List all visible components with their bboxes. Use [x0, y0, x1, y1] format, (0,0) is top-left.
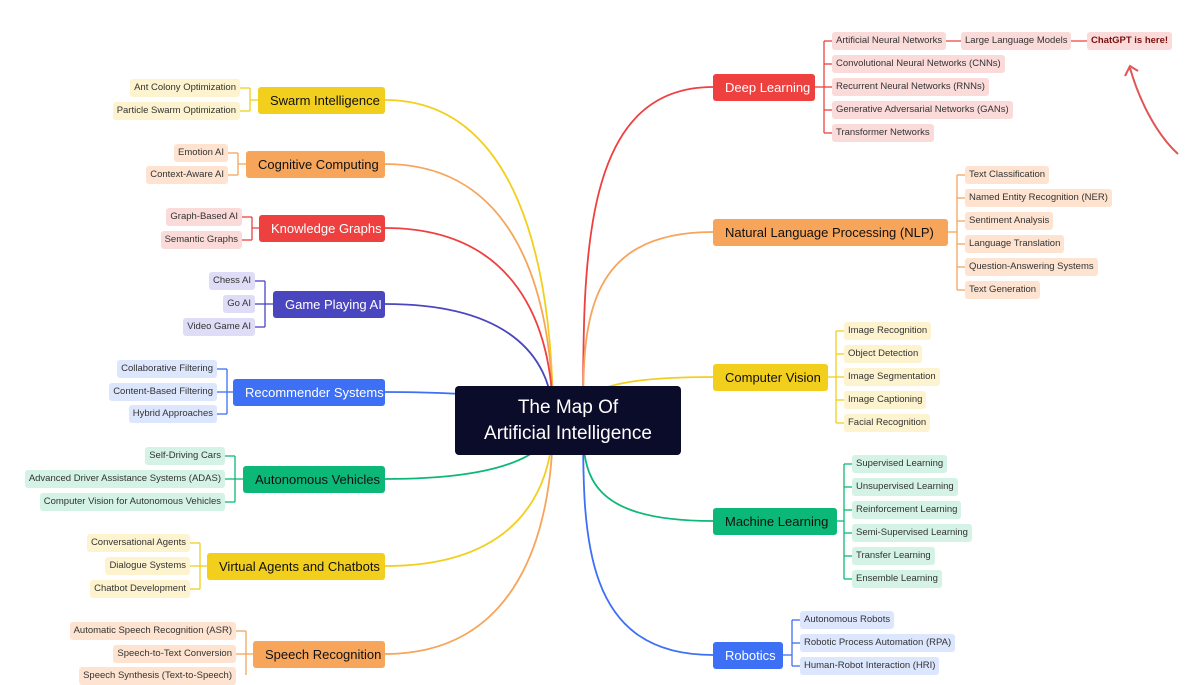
branch-swarm-intelligence[interactable]: Swarm Intelligence [258, 87, 385, 114]
leaf-machine-learning-1[interactable]: Unsupervised Learning [852, 478, 958, 496]
leaf-speech-recognition-0[interactable]: Automatic Speech Recognition (ASR) [69, 622, 236, 640]
leaf-recommender-systems-1[interactable]: Content-Based Filtering [109, 383, 217, 401]
branch-virtual-agents-and-chatbots[interactable]: Virtual Agents and Chatbots [207, 553, 385, 580]
leaf-large-language-models[interactable]: Large Language Models [961, 32, 1072, 50]
leaf-recommender-systems-2[interactable]: Hybrid Approaches [128, 405, 217, 423]
central-topic-line-2: Artificial Intelligence [484, 422, 652, 444]
leaf-cognitive-computing-0[interactable]: Emotion AI [174, 144, 228, 162]
branch-machine-learning[interactable]: Machine Learning [713, 508, 837, 535]
leaf-autonomous-vehicles-0[interactable]: Self-Driving Cars [145, 447, 225, 465]
leaf-virtual-agents-and-chatbots-2[interactable]: Chatbot Development [90, 580, 190, 598]
leaf-deep-learning-2[interactable]: Recurrent Neural Networks (RNNs) [832, 78, 989, 96]
leaf-virtual-agents-and-chatbots-1[interactable]: Dialogue Systems [105, 557, 190, 575]
leaf-natural-language-processing-nlp-0[interactable]: Text Classification [965, 166, 1050, 184]
leaf-autonomous-vehicles-2[interactable]: Computer Vision for Autonomous Vehicles [39, 493, 225, 511]
leaf-robotics-1[interactable]: Robotic Process Automation (RPA) [800, 634, 956, 652]
branch-computer-vision[interactable]: Computer Vision [713, 364, 828, 391]
edge-speech-recognition [384, 419, 554, 655]
branch-cognitive-computing[interactable]: Cognitive Computing [246, 151, 385, 178]
edge-deep-learning [582, 86, 714, 421]
leaf-natural-language-processing-nlp-5[interactable]: Text Generation [965, 281, 1041, 299]
leaf-chatgpt-callout[interactable]: ChatGPT is here! [1087, 32, 1173, 50]
leaf-machine-learning-0[interactable]: Supervised Learning [852, 455, 948, 473]
branch-autonomous-vehicles[interactable]: Autonomous Vehicles [243, 466, 385, 493]
leaf-speech-recognition-1[interactable]: Speech-to-Text Conversion [113, 645, 236, 663]
leaf-computer-vision-1[interactable]: Object Detection [844, 345, 923, 363]
leaf-game-playing-ai-0[interactable]: Chess AI [208, 272, 255, 290]
branch-deep-learning[interactable]: Deep Learning [713, 74, 815, 101]
leaf-computer-vision-0[interactable]: Image Recognition [844, 322, 932, 340]
leaf-computer-vision-4[interactable]: Facial Recognition [844, 414, 931, 432]
leaf-machine-learning-4[interactable]: Transfer Learning [852, 547, 935, 565]
branch-knowledge-graphs[interactable]: Knowledge Graphs [259, 215, 385, 242]
central-topic-line-1: The Map Of [517, 396, 619, 418]
leaf-computer-vision-3[interactable]: Image Captioning [844, 391, 927, 409]
leaf-machine-learning-3[interactable]: Semi-Supervised Learning [852, 524, 972, 542]
leaf-natural-language-processing-nlp-2[interactable]: Sentiment Analysis [965, 212, 1054, 230]
leaf-machine-learning-2[interactable]: Reinforcement Learning [852, 501, 962, 519]
leaf-natural-language-processing-nlp-1[interactable]: Named Entity Recognition (NER) [965, 189, 1112, 207]
central-topic[interactable]: The Map Of Artificial Intelligence [455, 386, 681, 455]
leaf-robotics-0[interactable]: Autonomous Robots [800, 611, 895, 629]
leaf-deep-learning-3[interactable]: Generative Adversarial Networks (GANs) [832, 101, 1013, 119]
leaf-natural-language-processing-nlp-4[interactable]: Question-Answering Systems [965, 258, 1098, 276]
leaf-deep-learning-0[interactable]: Artificial Neural Networks [832, 32, 947, 50]
leaf-knowledge-graphs-1[interactable]: Semantic Graphs [160, 231, 242, 249]
leaf-autonomous-vehicles-1[interactable]: Advanced Driver Assistance Systems (ADAS… [24, 470, 225, 488]
leaf-game-playing-ai-2[interactable]: Video Game AI [183, 318, 255, 336]
leaf-knowledge-graphs-0[interactable]: Graph-Based AI [166, 208, 242, 226]
edge-natural-language-processing-nlp [582, 231, 714, 421]
pointer-arrow-icon [1124, 64, 1179, 155]
leaf-robotics-2[interactable]: Human-Robot Interaction (HRI) [800, 657, 940, 675]
leaf-natural-language-processing-nlp-3[interactable]: Language Translation [965, 235, 1065, 253]
leaf-swarm-intelligence-0[interactable]: Ant Colony Optimization [130, 79, 240, 97]
branch-robotics[interactable]: Robotics [713, 642, 783, 669]
branch-recommender-systems[interactable]: Recommender Systems [233, 379, 385, 406]
branch-speech-recognition[interactable]: Speech Recognition [253, 641, 385, 668]
leaf-deep-learning-1[interactable]: Convolutional Neural Networks (CNNs) [832, 55, 1005, 73]
leaf-computer-vision-2[interactable]: Image Segmentation [844, 368, 940, 386]
leaf-game-playing-ai-1[interactable]: Go AI [223, 295, 255, 313]
leaf-virtual-agents-and-chatbots-0[interactable]: Conversational Agents [86, 534, 190, 552]
leaf-speech-recognition-2[interactable]: Speech Synthesis (Text-to-Speech) [79, 667, 236, 685]
edge-robotics [582, 419, 714, 656]
edge-swarm-intelligence [384, 99, 554, 421]
leaf-deep-learning-4[interactable]: Transformer Networks [832, 124, 934, 142]
edge-knowledge-graphs [384, 227, 554, 421]
edge-cognitive-computing [384, 163, 554, 421]
leaf-recommender-systems-0[interactable]: Collaborative Filtering [117, 360, 217, 378]
branch-game-playing-ai[interactable]: Game Playing AI [273, 291, 385, 318]
leaf-cognitive-computing-1[interactable]: Context-Aware AI [146, 166, 228, 184]
leaf-machine-learning-5[interactable]: Ensemble Learning [852, 570, 942, 588]
branch-natural-language-processing-nlp[interactable]: Natural Language Processing (NLP) [713, 219, 948, 246]
leaf-swarm-intelligence-1[interactable]: Particle Swarm Optimization [112, 102, 240, 120]
